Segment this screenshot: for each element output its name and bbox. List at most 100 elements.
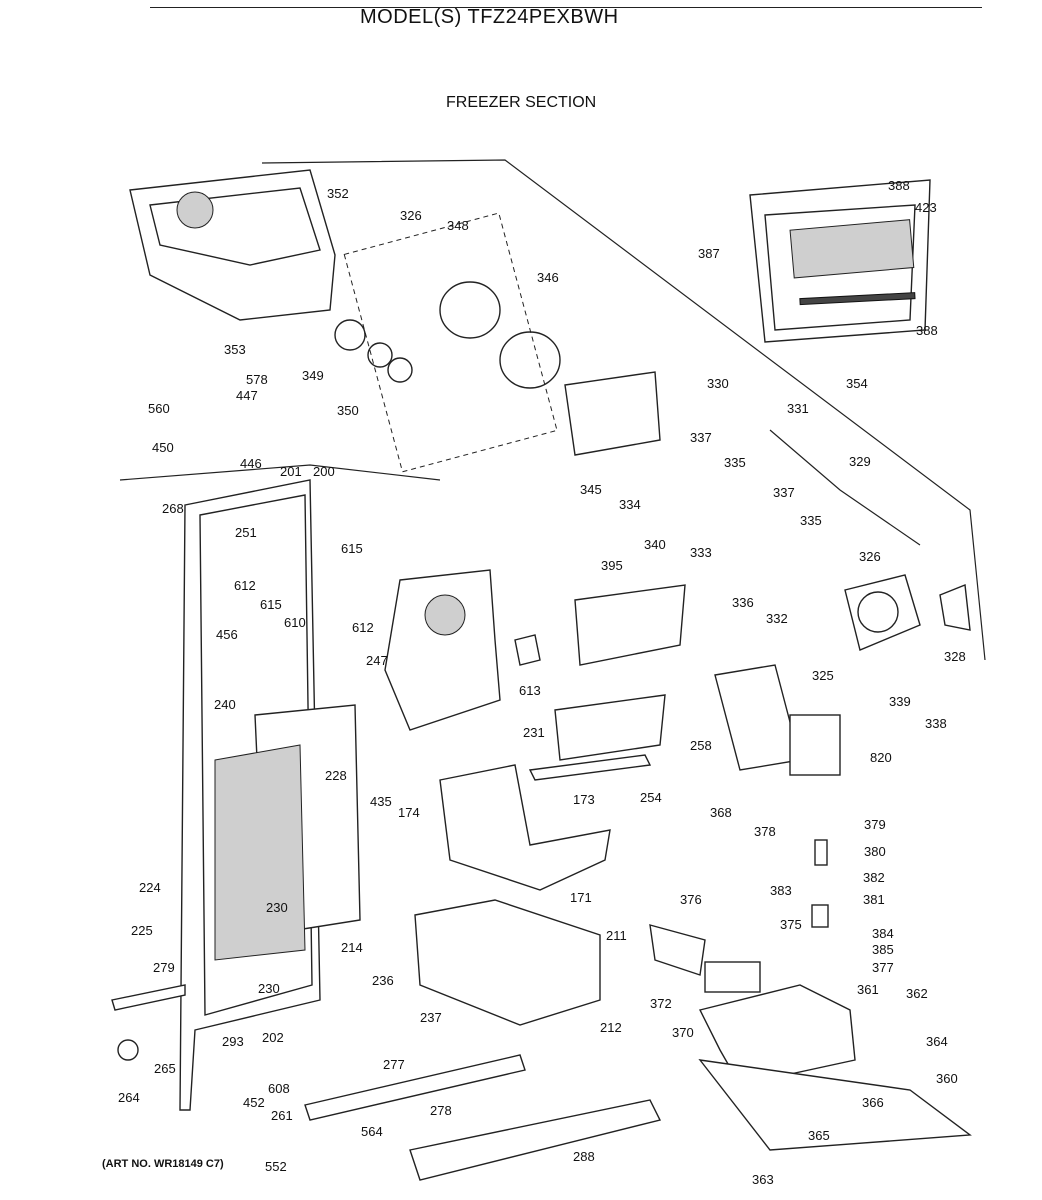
- callout-293: 293: [222, 1034, 244, 1049]
- callout-423: 423: [915, 200, 937, 215]
- callout-608: 608: [268, 1081, 290, 1096]
- callout-200: 200: [313, 464, 335, 479]
- callout-435: 435: [370, 794, 392, 809]
- dispenser-door-panel: [749, 179, 931, 343]
- evaporator: [214, 704, 361, 961]
- callout-214: 214: [341, 940, 363, 955]
- callout-560: 560: [148, 401, 170, 416]
- support-rail: [304, 1054, 526, 1121]
- drain-pan: [698, 1059, 972, 1151]
- callout-388: 388: [916, 323, 938, 338]
- callout-377: 377: [872, 960, 894, 975]
- callout-350: 350: [337, 403, 359, 418]
- callout-224: 224: [139, 880, 161, 895]
- small-part: [811, 904, 829, 928]
- callout-348: 348: [447, 218, 469, 233]
- fan-cover: [574, 584, 686, 666]
- roller: [117, 1039, 139, 1061]
- callout-383: 383: [770, 883, 792, 898]
- callout-236: 236: [372, 973, 394, 988]
- callout-370: 370: [672, 1025, 694, 1040]
- callout-251: 251: [235, 525, 257, 540]
- callout-202: 202: [262, 1030, 284, 1045]
- callout-380: 380: [864, 844, 886, 859]
- callout-230: 230: [266, 900, 288, 915]
- callout-362: 362: [906, 986, 928, 1001]
- art-number: (ART NO. WR18149 C7): [102, 1158, 224, 1170]
- auger-motor: [844, 574, 971, 651]
- callout-231: 231: [523, 725, 545, 740]
- callout-450: 450: [152, 440, 174, 455]
- auger-drums: [334, 212, 561, 473]
- callout-329: 329: [849, 454, 871, 469]
- callout-333: 333: [690, 545, 712, 560]
- callout-552: 552: [265, 1159, 287, 1174]
- callout-335: 335: [724, 455, 746, 470]
- callout-452: 452: [243, 1095, 265, 1110]
- cabinet-outline-line: [261, 159, 986, 661]
- callout-334: 334: [619, 497, 641, 512]
- callout-364: 364: [926, 1034, 948, 1049]
- callout-385: 385: [872, 942, 894, 957]
- callout-237: 237: [420, 1010, 442, 1025]
- callout-564: 564: [361, 1124, 383, 1139]
- callout-360: 360: [936, 1071, 958, 1086]
- shelf-strip: [528, 754, 652, 781]
- callout-368: 368: [710, 805, 732, 820]
- rod: [769, 429, 921, 546]
- callout-395: 395: [601, 558, 623, 573]
- callout-456: 456: [216, 627, 238, 642]
- callout-610: 610: [284, 615, 306, 630]
- callout-212: 212: [600, 1020, 622, 1035]
- callout-388: 388: [888, 178, 910, 193]
- callout-288: 288: [573, 1149, 595, 1164]
- callout-211: 211: [606, 928, 627, 943]
- callout-230: 230: [258, 981, 280, 996]
- fan-blade: [514, 634, 541, 666]
- callout-228: 228: [325, 768, 347, 783]
- callout-277: 277: [383, 1057, 405, 1072]
- callout-328: 328: [944, 649, 966, 664]
- callout-326: 326: [400, 208, 422, 223]
- callout-174: 174: [398, 805, 420, 820]
- channel: [111, 984, 186, 1011]
- callout-331: 331: [787, 401, 809, 416]
- callout-615: 615: [260, 597, 282, 612]
- ice-maker: [714, 664, 841, 776]
- icemaker-cover: [554, 694, 666, 761]
- callout-240: 240: [214, 697, 236, 712]
- freezer-bin: [414, 899, 601, 1026]
- callout-353: 353: [224, 342, 246, 357]
- callout-376: 376: [680, 892, 702, 907]
- callout-labels: 3523263483463884233873883533493505784475…: [118, 178, 966, 1187]
- callout-254: 254: [640, 790, 662, 805]
- callout-225: 225: [131, 923, 153, 938]
- callout-337: 337: [773, 485, 795, 500]
- callout-365: 365: [808, 1128, 830, 1143]
- callout-326: 326: [859, 549, 881, 564]
- callout-338: 338: [925, 716, 947, 731]
- callout-278: 278: [430, 1103, 452, 1118]
- cabinet-top-line: [119, 464, 441, 481]
- callout-332: 332: [766, 611, 788, 626]
- callout-446: 446: [240, 456, 262, 471]
- small-part: [814, 839, 828, 866]
- toe-grille: [409, 1099, 662, 1181]
- callout-337: 337: [690, 430, 712, 445]
- callout-265: 265: [154, 1061, 176, 1076]
- callout-447: 447: [236, 388, 258, 403]
- model-title: MODEL(S) TFZ24PEXBWH: [360, 6, 619, 28]
- callout-335: 335: [800, 513, 822, 528]
- callout-336: 336: [732, 595, 754, 610]
- callout-613: 613: [519, 683, 541, 698]
- ice-bucket: [129, 169, 336, 321]
- header-rule: [150, 7, 982, 8]
- shield: [649, 924, 706, 976]
- callout-366: 366: [862, 1095, 884, 1110]
- callout-345: 345: [580, 482, 602, 497]
- callout-382: 382: [863, 870, 885, 885]
- callout-820: 820: [870, 750, 892, 765]
- callout-171: 171: [570, 890, 592, 905]
